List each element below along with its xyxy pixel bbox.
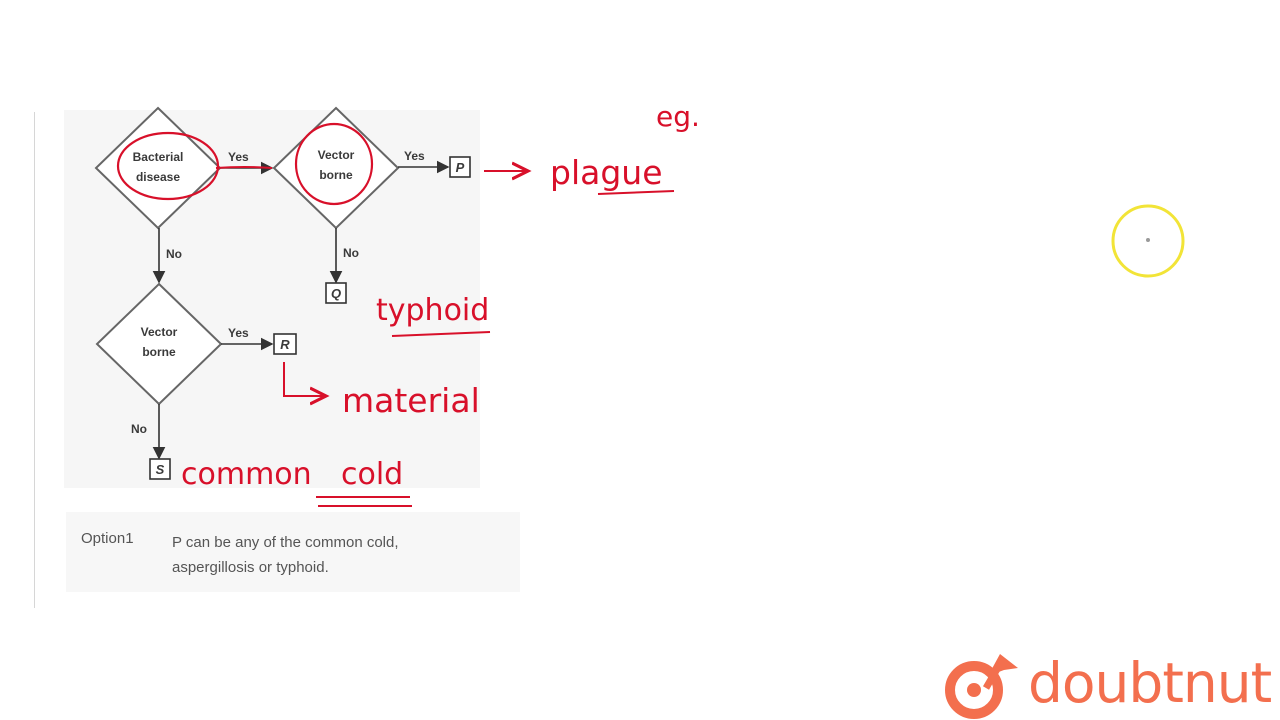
outcome-s-label: S [156,462,165,477]
option-text-line2: aspergillosis or typhoid. [172,559,329,576]
outcome-p-label: P [456,160,465,175]
content-border [34,112,35,608]
decision-bacterial-disease [94,106,222,230]
annotation-common: common [181,457,312,492]
edge-label-no-1: No [166,247,182,261]
annotation-material: material [342,381,480,420]
outcome-r-box [273,333,297,355]
edge-label-no-3: No [131,422,147,436]
cursor-highlight [1111,204,1185,278]
annotation-typhoid: typhoid [376,293,489,328]
annotation-eg: eg. [656,100,700,133]
outcome-p-box [449,156,471,178]
node-bacterial-line2: disease [136,170,180,184]
option-label: Option1 [81,530,134,547]
outcome-q-box [325,282,347,304]
edge-label-yes-2: Yes [404,149,425,163]
edge-label-no-2: No [343,246,359,260]
outcome-s-box [149,458,171,480]
brand-logo: doubtnut [944,646,1280,720]
annotation-cold: cold [341,457,403,492]
cursor-dot [1146,238,1150,242]
option-text: P can be any of the common cold, aspergi… [172,530,472,580]
outcome-q-label: Q [331,286,341,301]
annotation-circle-bacterial [116,131,220,201]
annotation-typhoid-underline [391,331,491,337]
option-card[interactable]: Option1 P can be any of the common cold,… [66,512,520,592]
annotation-plague: plague [550,153,663,192]
annotation-arrow-material [283,362,326,396]
annotation-link-red [215,166,273,169]
node-vector-bottom-line1: Vector [141,325,178,339]
node-bacterial-line1: Bacterial [133,150,184,164]
decision-vector-borne-bottom [95,282,223,406]
node-vector-top-line1: Vector [318,148,355,162]
doubtnut-logo-icon [945,654,1018,719]
edge-label-yes-1: Yes [228,150,249,164]
option-text-line1: P can be any of the common cold, [172,534,399,551]
node-vector-bottom-line2: borne [142,345,176,359]
annotation-cold-underline [316,496,412,507]
outcome-r-label: R [280,337,290,352]
annotation-circle-vector [294,122,374,206]
annotation-plague-underline [597,190,675,195]
node-vector-top-line2: borne [319,168,353,182]
brand-wordmark: doubtnut [1028,650,1272,715]
edge-label-yes-3: Yes [228,326,249,340]
